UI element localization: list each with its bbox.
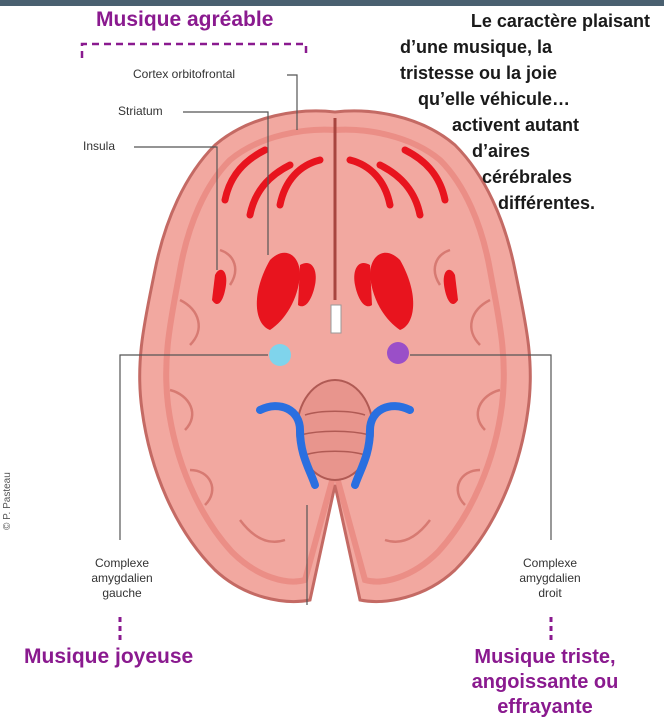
- caption-line: qu’elle véhicule…: [400, 86, 650, 112]
- label-striatum: Striatum: [118, 104, 163, 118]
- amyg-right-line: Complexe: [500, 556, 600, 571]
- label-insula: Insula: [83, 139, 115, 153]
- caption-line: tristesse ou la joie: [400, 60, 650, 86]
- caption-line: d’une musique, la: [400, 34, 650, 60]
- amyg-left-line: gauche: [72, 586, 172, 601]
- credit: © P. Pasteau: [2, 472, 13, 530]
- label-amygdala-right: Complexe amygdalien droit: [500, 556, 600, 601]
- caption-line: activent autant: [400, 112, 650, 138]
- amygdala-right: [387, 342, 409, 364]
- caption: Le caractère plaisant d’une musique, la …: [400, 8, 650, 216]
- purple-ticks: [120, 617, 551, 640]
- triste-line: angoissante ou: [450, 670, 640, 695]
- title-musique-triste: Musique triste, angoissante ou effrayant…: [450, 645, 640, 720]
- amyg-left-line: Complexe: [72, 556, 172, 571]
- title-musique-agreable: Musique agréable: [96, 8, 273, 32]
- caption-line: d’aires: [400, 138, 650, 164]
- label-cortex-orbitofrontal: Cortex orbitofrontal: [133, 67, 235, 81]
- triste-line: Musique triste,: [450, 645, 640, 670]
- amyg-right-line: amygdalien: [500, 571, 600, 586]
- title-musique-joyeuse: Musique joyeuse: [24, 645, 193, 669]
- caption-line: Le caractère plaisant: [400, 8, 650, 34]
- center-marker: [331, 305, 341, 333]
- amygdala-left: [269, 344, 291, 366]
- caption-line: cérébrales: [400, 164, 650, 190]
- agreable-bracket: [82, 44, 306, 58]
- amyg-left-line: amygdalien: [72, 571, 172, 586]
- label-amygdala-left: Complexe amygdalien gauche: [72, 556, 172, 601]
- amyg-right-line: droit: [500, 586, 600, 601]
- triste-line: effrayante: [450, 695, 640, 720]
- caption-line: différentes.: [400, 190, 650, 216]
